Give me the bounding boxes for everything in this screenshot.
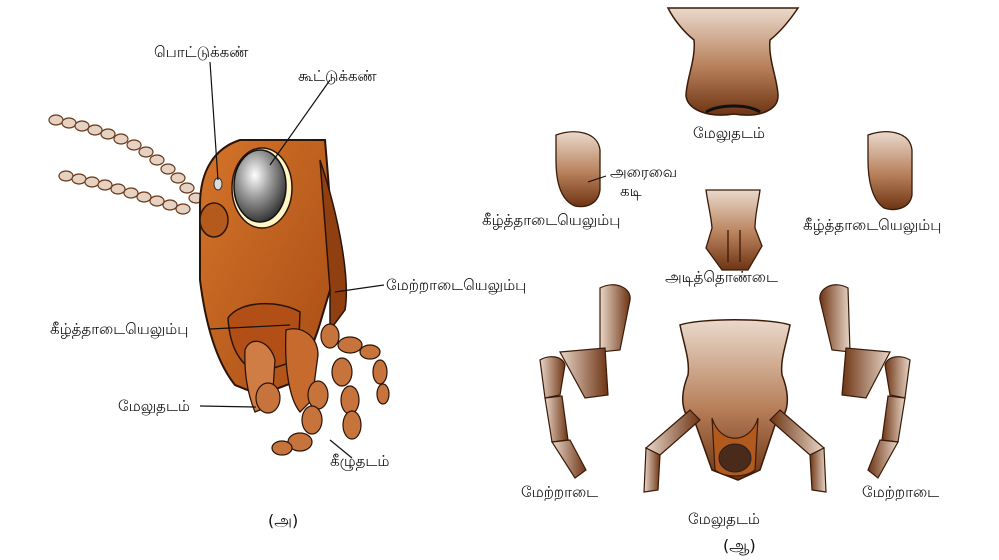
label-labrum-top: மேலுதடம் (693, 124, 765, 142)
caption-panel-a: (அ) (268, 511, 298, 532)
label-labium-bottom: மேலுதடம் (688, 510, 760, 528)
mandible-arm-left (540, 285, 630, 478)
label-labrum-a: மேலுதடம் (118, 397, 190, 415)
antennal-socket (200, 203, 228, 237)
mandible-arm-right (820, 285, 910, 478)
head-side-view (49, 62, 389, 458)
antenna-lower (59, 171, 190, 214)
labrum-top-shape (668, 8, 798, 115)
caption-panel-b: (ஆ) (723, 536, 756, 557)
label-mandible-right: மேற்றாடை (862, 483, 939, 501)
maxilla-piece-left (556, 132, 600, 207)
hypopharynx-shape (706, 190, 762, 270)
label-maxilla-left: கீழ்த்தாடையெலும்பு (482, 211, 620, 229)
label-ocellus: பொட்டுக்கண் (154, 43, 248, 61)
label-mandible-a: மேற்றாடையெலும்பு (386, 276, 526, 294)
label-compound-eye: கூட்டுக்கண் (298, 67, 377, 85)
label-labium-a: கீழுதடம் (330, 452, 389, 470)
label-cardo-line2: கடி (620, 182, 642, 200)
dissected-mouthparts (540, 8, 912, 492)
label-hypopharynx: அடித்தொண்டை (665, 268, 778, 286)
label-maxilla-right: கீழ்த்தாடையெலும்பு (803, 216, 941, 234)
label-mandible-left: மேற்றாடை (521, 483, 598, 501)
label-maxilla-a: கீழ்த்தாடையெலும்பு (50, 320, 188, 338)
maxilla-piece-right (868, 132, 912, 210)
label-cardo-line1: அரைவை (610, 163, 677, 181)
